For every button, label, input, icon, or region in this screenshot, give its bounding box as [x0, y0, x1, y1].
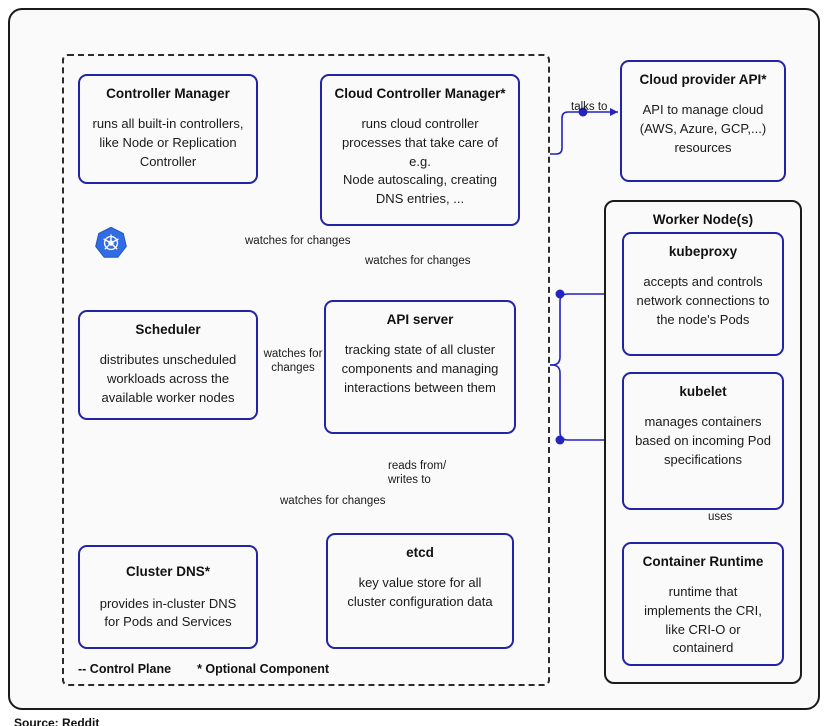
node-api-server[interactable]: API server tracking state of all cluster…	[324, 300, 516, 434]
legend: -- Control Plane * Optional Component	[78, 662, 329, 676]
node-title: kubelet	[679, 384, 727, 399]
edge-label-talks-to: talks to	[571, 101, 608, 113]
source-note: Source: Reddit	[14, 716, 100, 726]
legend-control-plane: -- Control Plane	[78, 662, 172, 676]
node-desc: runs all built-in controllers,like Node …	[92, 115, 244, 169]
node-desc: API to manage cloud(AWS, Azure, GCP,...)…	[639, 101, 767, 155]
edge-label-ccm-watches: watches for changes	[365, 255, 471, 267]
node-title: Container Runtime	[642, 554, 764, 569]
edge-label-dns-watches: watches for changes	[280, 495, 386, 507]
node-title: Cluster DNS*	[125, 563, 211, 579]
legend-optional-component: * Optional Component	[197, 662, 329, 676]
node-cloud-controller-manager[interactable]: Cloud Controller Manager* runs cloud con…	[320, 74, 520, 226]
kubernetes-logo	[95, 226, 127, 258]
edge-label-controller-manager-watches: watches for changes	[245, 235, 351, 247]
node-title: Scheduler	[135, 322, 201, 337]
node-cloud-provider-api[interactable]: Cloud provider API* API to manage cloud(…	[620, 60, 786, 182]
node-title: Controller Manager	[106, 86, 230, 101]
node-controller-manager[interactable]: Controller Manager runs all built-in con…	[78, 74, 258, 184]
node-title: kubeproxy	[668, 244, 738, 259]
node-title: Cloud provider API*	[639, 72, 767, 87]
node-title: Cloud Controller Manager*	[334, 86, 506, 101]
edge-label-etcd-reads-writes: reads from/writes to	[388, 460, 447, 487]
edge-label-kubelet-uses: uses	[708, 511, 733, 523]
worker-node-label: Worker Node(s)	[652, 212, 754, 227]
node-title: etcd	[406, 545, 434, 560]
node-title: API server	[386, 312, 454, 327]
